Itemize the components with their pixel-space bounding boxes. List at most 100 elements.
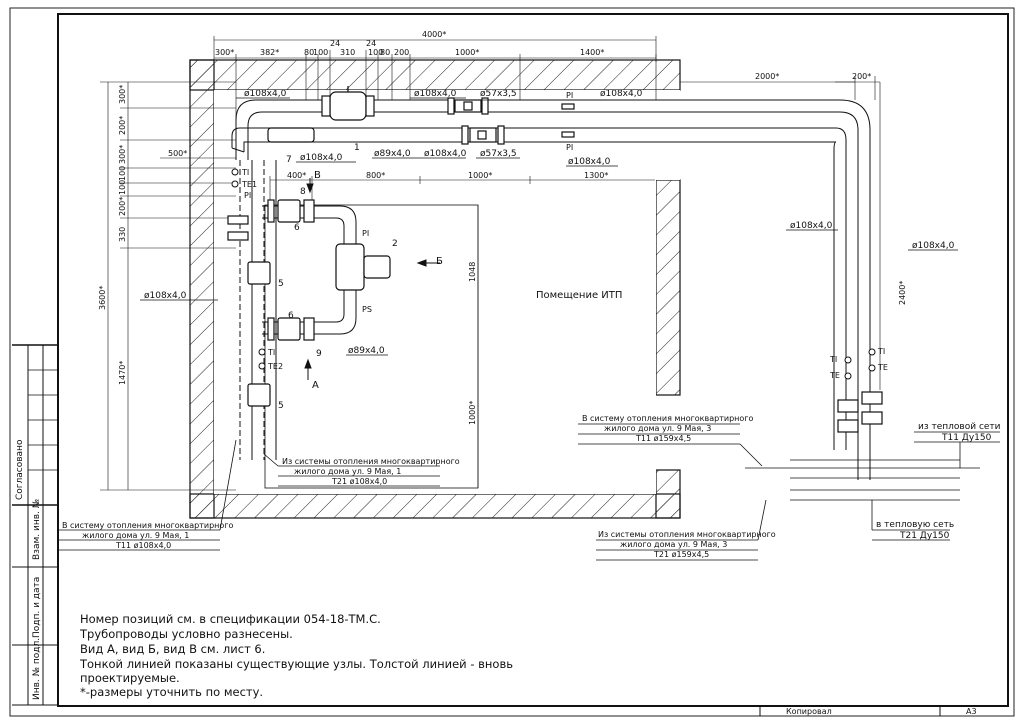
pos-2: 2: [392, 239, 398, 249]
inst-ti-c: TI: [829, 355, 837, 364]
pos-5b: 5: [278, 401, 284, 411]
pipe-108-top-left: ø108х4,0: [244, 89, 287, 99]
stamp-replace-inv: Взам. инв. №: [32, 499, 42, 560]
callout-to-may3-l1: В систему отопления многоквартирного: [582, 414, 753, 423]
dim-l300b: 300*: [118, 145, 127, 164]
callout-to-may3: В систему отопления многоквартирного жил…: [578, 414, 763, 467]
dim-1000b: 1000*: [468, 171, 492, 180]
dim-r2400: 2400*: [898, 281, 907, 305]
dim-400: 400*: [287, 171, 306, 180]
inst-pi-left: PI: [244, 191, 251, 200]
note-5: проектируемые.: [80, 671, 180, 685]
dim-1000a: 1000*: [455, 48, 479, 57]
pipe-108-riser-b: ø108х4,0: [912, 241, 955, 251]
pos-5a: 5: [278, 279, 284, 289]
inst-te1: TE1: [241, 180, 257, 189]
inst-te-c: TE: [829, 371, 840, 380]
pipe-108-left: ø108х4,0: [144, 291, 187, 301]
callout-from-net-l1: из тепловой сети: [918, 422, 1001, 432]
room-label: Помещение ИТП: [536, 290, 622, 301]
pipe-89-top: ø89х4,0: [374, 149, 411, 159]
inner-frame: [57, 13, 1009, 707]
dim-500: 500*: [168, 149, 187, 158]
dim-100b: 100: [368, 48, 383, 57]
pos-8: 8: [300, 187, 306, 197]
callout-from-may1-l1: Из системы отопления многоквартирного: [282, 457, 460, 466]
pipe-108-top-right: ø108х4,0: [600, 89, 643, 99]
dim-r1000: 1000*: [468, 401, 477, 425]
inst-te2: TE2: [267, 362, 283, 371]
pipe-89-bottom: ø89х4,0: [348, 346, 385, 356]
callout-to-may1-l1: В систему отопления многоквартирного: [62, 521, 233, 530]
view-v-label: В: [314, 170, 321, 181]
dim-1300: 1300*: [584, 171, 608, 180]
footer-copied: Копировал: [786, 707, 832, 716]
dim-100a: 100: [313, 48, 328, 57]
pipe-108-riser-a: ø108х4,0: [790, 221, 833, 231]
dim-l100a: 100: [118, 166, 127, 181]
note-3: Вид А, вид Б, вид В см. лист 6.: [80, 642, 265, 656]
inst-te-d: TE: [877, 363, 888, 372]
view-a-label: А: [312, 380, 319, 391]
top-dimensions: [213, 36, 880, 120]
callout-to-net-l2: Т21 Ду150: [899, 531, 950, 541]
callout-from-may3-l2: жилого дома ул. 9 Мая, 3: [620, 540, 727, 549]
callout-to-may3-l3: Т11 ø159х4,5: [635, 434, 691, 443]
note-1: Номер позиций см. в спецификации 054-18-…: [80, 612, 381, 626]
dim-1400: 1400*: [580, 48, 604, 57]
dim-2000: 2000*: [755, 72, 779, 81]
right-dimensions: [477, 82, 881, 488]
pipe-108-pos7: ø108х4,0: [300, 153, 343, 163]
instrument-dots: [231, 168, 876, 380]
note-6: *-размеры уточнить по месту.: [80, 685, 263, 699]
pipe-108-lower-right: ø108х4,0: [568, 157, 611, 167]
dim-l300a: 300*: [118, 85, 127, 104]
dim-80b: 80: [380, 48, 390, 57]
footer: Копировал А3: [759, 706, 977, 716]
note-4: Тонкой линией показаны существующие узлы…: [79, 657, 513, 671]
existing-lines: [745, 459, 980, 501]
dim-l330: 330: [118, 227, 127, 242]
dim-l1470: 1470*: [118, 361, 127, 385]
callout-to-may1: В систему отопления многоквартирного жил…: [58, 439, 237, 551]
dim-l200a: 200*: [118, 116, 127, 135]
dim-r1048: 1048: [468, 262, 477, 282]
outer-frame: [9, 7, 1015, 717]
top-equipment: [267, 86, 575, 145]
mid-dimensions: [160, 157, 655, 200]
pipe-108-lower: ø108х4,0: [424, 149, 467, 159]
left-stamp: Согласовано Взам. инв. № Подп. и дата Ин…: [12, 344, 58, 706]
pos-1: 1: [354, 143, 360, 153]
view-b-label: Б: [436, 256, 443, 267]
dim-300a: 300*: [215, 48, 234, 57]
room-walls: [189, 59, 681, 519]
right-risers-equipment: [837, 391, 883, 433]
stamp-agreed: Согласовано: [15, 439, 25, 500]
pos-7: 7: [286, 155, 292, 165]
dim-382: 382*: [260, 48, 279, 57]
inst-pi-b: PI: [566, 143, 573, 152]
inst-ps: PS: [362, 305, 372, 314]
pipe-57-lower: ø57х3,5: [480, 149, 517, 159]
note-2: Трубопроводы условно разнесены.: [79, 627, 293, 641]
pos-9: 9: [316, 349, 322, 359]
dim-200: 200: [394, 48, 409, 57]
dim-l200b: 200*: [118, 197, 127, 216]
dim-24a: 24: [330, 39, 340, 48]
inst-ti-b: TI: [267, 348, 275, 357]
callout-from-may3-l1: Из системы отопления многоквартирного: [598, 530, 776, 539]
callout-from-may1: Из системы отопления многоквартирного жи…: [263, 453, 460, 487]
dim-l3600: 3600*: [98, 286, 107, 310]
dim-top-total: 4000*: [422, 30, 446, 39]
callout-from-may1-l2: жилого дома ул. 9 Мая, 1: [294, 467, 401, 476]
callout-from-net-l2: Т11 Ду150: [941, 433, 992, 443]
callout-to-may1-l3: Т11 ø108х4,0: [115, 541, 171, 550]
top-pipe-run: [231, 99, 871, 480]
callout-from-may1-l3: Т21 ø108х4,0: [331, 477, 387, 486]
dim-l100b: 100: [118, 180, 127, 195]
pipe-108-mid: ø108х4,0: [414, 89, 457, 99]
dim-24b: 24: [366, 39, 376, 48]
callout-from-may3: Из системы отопления многоквартирного жи…: [596, 499, 776, 561]
callout-to-net-l1: в тепловую сеть: [876, 520, 954, 530]
